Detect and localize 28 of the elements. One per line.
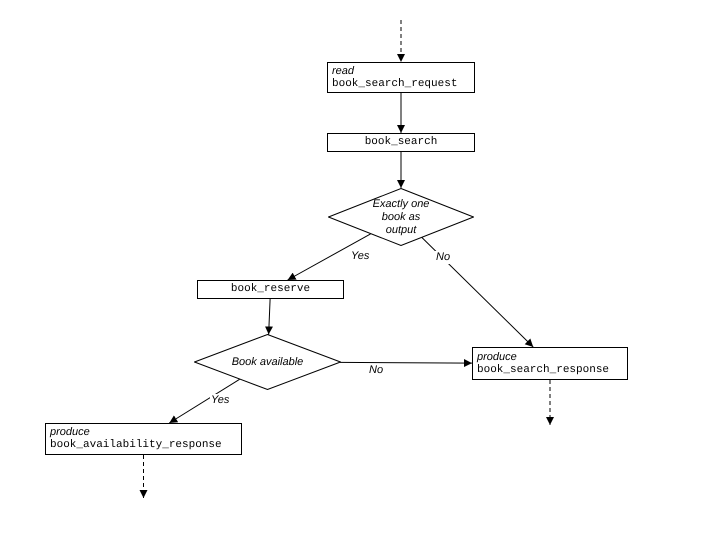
- arrow: [168, 378, 240, 424]
- function-name: book_search: [364, 136, 438, 149]
- function-name: book_reserve: [230, 283, 310, 296]
- decision-text: Exactly one book as output: [372, 198, 430, 236]
- arrow: [422, 237, 534, 348]
- edge-label: No: [435, 251, 452, 264]
- arrow: [340, 359, 472, 368]
- arrow: [397, 20, 405, 62]
- process-box: [327, 62, 475, 93]
- decision-diamond: [194, 334, 341, 390]
- function-name: book_search_request: [332, 78, 458, 90]
- arrow: [397, 92, 405, 134]
- step-verb: produce: [50, 426, 90, 439]
- step-verb: read: [332, 64, 354, 78]
- process-box: [472, 347, 628, 380]
- arrow: [140, 454, 148, 498]
- decision-diamond: [328, 188, 474, 246]
- arrow: [397, 152, 405, 188]
- function-name: book_search_response: [477, 364, 610, 376]
- decision-text: Book available: [232, 356, 304, 368]
- step-verb: produce: [477, 350, 517, 364]
- process-box: [327, 133, 475, 152]
- arrow: [546, 380, 554, 426]
- arrow: [264, 298, 273, 335]
- function-name: book_availability_response: [50, 439, 222, 452]
- arrow: [287, 233, 372, 280]
- process-box: [45, 423, 242, 455]
- process-box: [197, 280, 344, 299]
